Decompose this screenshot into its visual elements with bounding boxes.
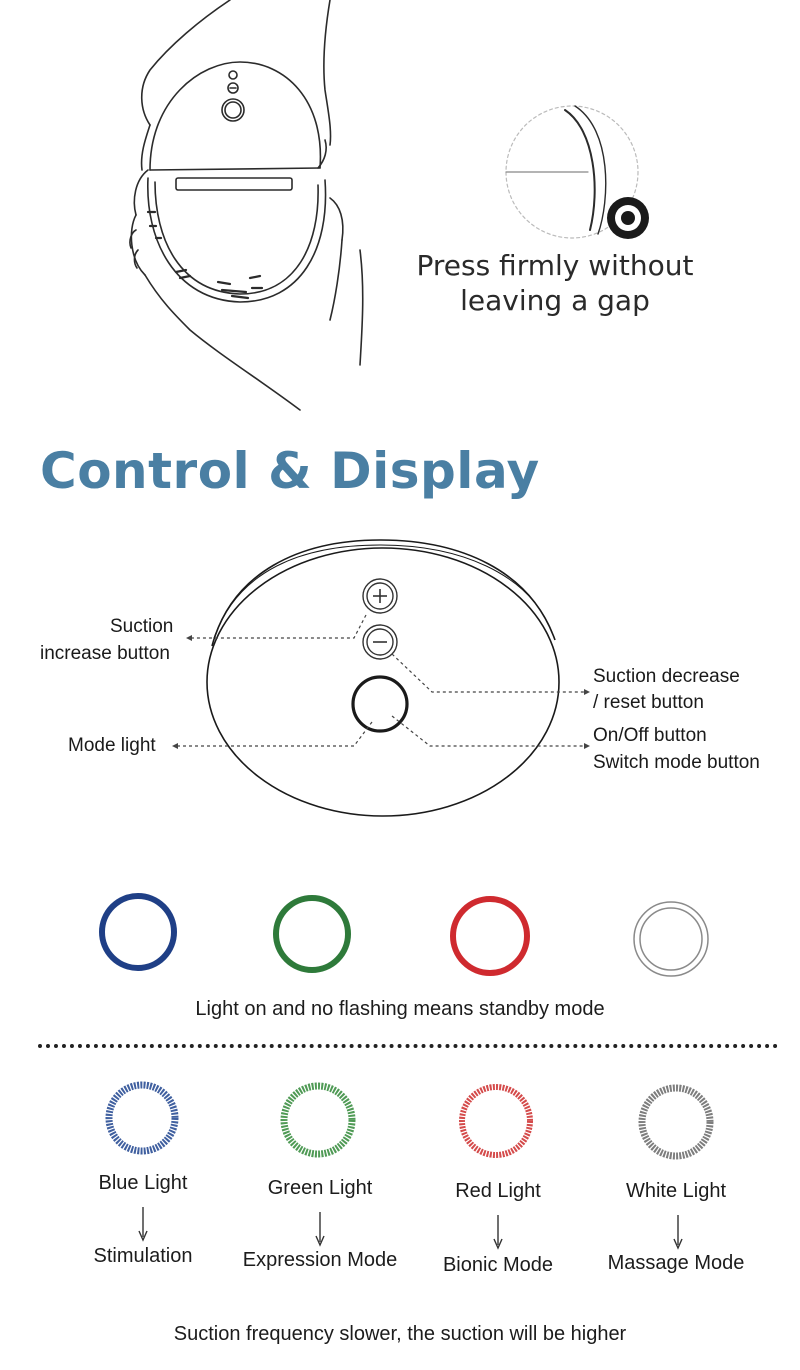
massage-mode-label: Massage Mode: [607, 1252, 745, 1274]
mode-rings: [105, 1081, 714, 1250]
red-ring: [450, 896, 530, 976]
green-light-label: Green Light: [267, 1177, 373, 1199]
section-title: Control & Display: [40, 442, 540, 500]
divider: [38, 1044, 778, 1048]
label-suction-decrease-2: / reset button: [593, 692, 704, 713]
red-mode-ring: [459, 1084, 533, 1158]
label-mode-light: Mode light: [68, 735, 156, 756]
standby-text: Light on and no flashing means standby m…: [195, 998, 605, 1020]
label-suction-decrease-1: Suction decrease: [593, 666, 740, 687]
press-line-1: Press firmly without: [416, 249, 694, 282]
white-ring: [633, 901, 709, 977]
label-switch-mode: Switch mode button: [593, 752, 760, 773]
blue-mode-ring: [105, 1081, 179, 1155]
standby-rings: [99, 893, 709, 977]
minus-button-icon: [362, 624, 398, 660]
label-suction-increase-2: increase button: [40, 643, 170, 664]
seal-detail-illustration: [505, 105, 649, 239]
green-mode-ring: [280, 1082, 356, 1158]
blue-ring: [99, 893, 177, 971]
expression-mode-label: Expression Mode: [242, 1249, 398, 1271]
power-button-icon: [351, 675, 409, 733]
hand-device-illustration: [129, 0, 364, 411]
press-instruction: Press firmly without leaving a gap: [400, 248, 710, 318]
plus-button-icon: [362, 578, 398, 614]
white-mode-ring: [638, 1084, 714, 1160]
white-light-label: White Light: [625, 1180, 727, 1202]
device-top-diagram: [172, 539, 590, 817]
red-light-label: Red Light: [455, 1180, 541, 1202]
green-ring: [273, 895, 351, 973]
bionic-mode-label: Bionic Mode: [442, 1254, 554, 1276]
stimulation-label: Stimulation: [93, 1245, 193, 1267]
label-suction-increase-1: Suction: [110, 616, 174, 637]
press-line-2: leaving a gap: [460, 284, 650, 317]
footer-note: Suction frequency slower, the suction wi…: [173, 1323, 627, 1345]
blue-light-label: Blue Light: [98, 1172, 188, 1194]
target-icon: [607, 197, 649, 239]
label-onoff: On/Off button: [593, 725, 707, 746]
